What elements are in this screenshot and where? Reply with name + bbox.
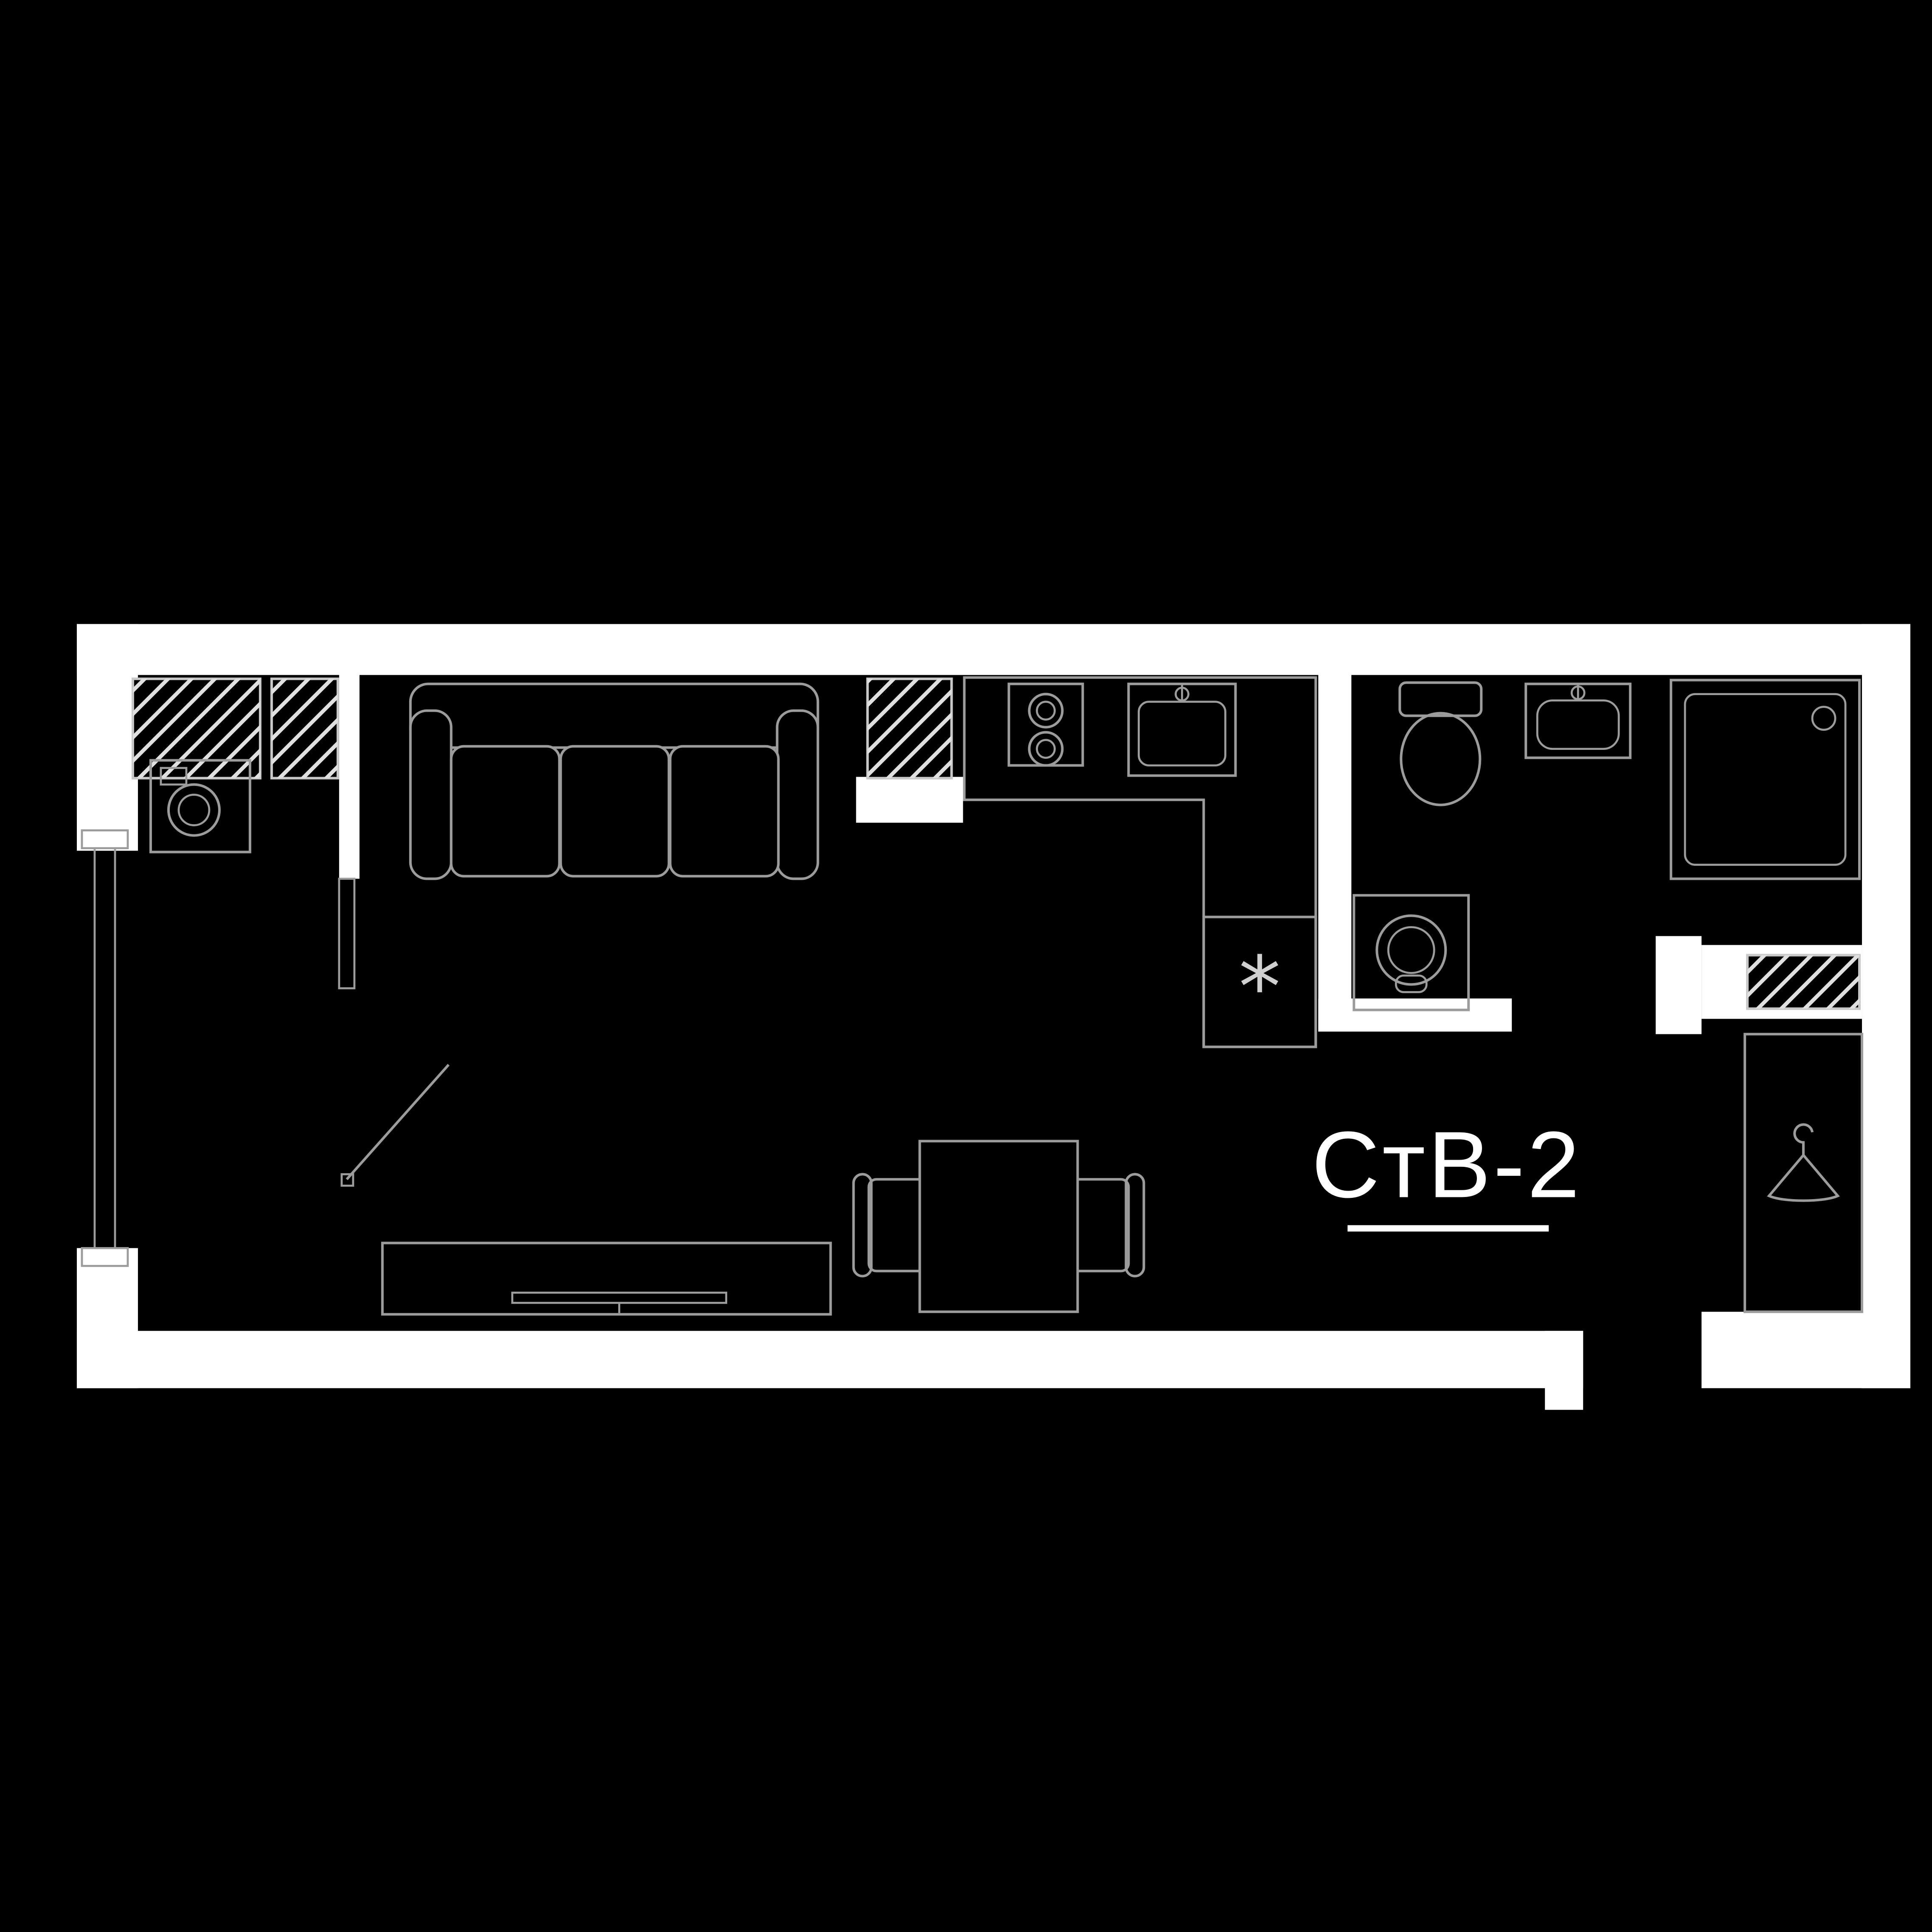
sofa-seat-cushion — [450, 745, 561, 878]
vent-shaft-right — [1746, 954, 1861, 1010]
kitchen-vent-shaft — [866, 677, 953, 780]
wall-left-upper — [76, 624, 138, 851]
kitchen-sink — [1127, 682, 1237, 777]
window-left — [81, 829, 129, 1267]
sofa-armrest-right — [776, 709, 819, 880]
toilet — [1398, 681, 1482, 806]
sofa-back — [409, 682, 819, 749]
door-hinge — [340, 1173, 354, 1187]
wall-bottom — [76, 1331, 1583, 1388]
sofa-seat-cushion — [559, 745, 670, 878]
shower-cabin — [1669, 679, 1861, 880]
fridge-asterisk: * — [1238, 938, 1280, 1036]
bathroom-sink — [1524, 682, 1631, 759]
wall-kitchen-stub — [856, 777, 963, 823]
ventilation-shaft-left-small — [270, 677, 339, 780]
wall-bathroom-left — [1318, 672, 1351, 1032]
washing-machine-top-left — [149, 759, 251, 853]
kitchen: * — [963, 676, 1317, 1048]
hanger-icon — [1766, 1123, 1840, 1202]
plan-title-underline — [1347, 1225, 1549, 1232]
wall-right — [1862, 624, 1910, 1388]
wall-bottom-stub — [1544, 1331, 1583, 1410]
window-sill-top — [81, 829, 129, 849]
sofa — [409, 682, 819, 880]
chair-back — [1124, 1173, 1145, 1278]
ventilation-shaft-left — [131, 677, 262, 780]
chair-back — [852, 1173, 873, 1278]
bathroom — [1352, 679, 1861, 1011]
wall-top — [76, 624, 1910, 675]
wall-entry-stub — [339, 672, 360, 879]
plan-title: СтВ-2 — [1311, 1112, 1582, 1217]
fridge-space: * — [1202, 915, 1317, 1048]
dining-set — [852, 1140, 1145, 1313]
tv-console — [381, 1242, 832, 1316]
tv-area — [381, 1242, 832, 1316]
bathroom-washing-machine — [1352, 894, 1470, 1011]
wall-bathroom-bottom — [1318, 998, 1512, 1032]
sofa-seat-cushion — [669, 745, 780, 878]
dining-table — [918, 1140, 1079, 1313]
wardrobe — [1743, 1033, 1863, 1313]
tv — [511, 1291, 727, 1304]
sofa-armrest-left — [409, 709, 453, 880]
window-sill-bottom — [81, 1247, 129, 1267]
stove — [1007, 682, 1084, 767]
door-leaf — [346, 1064, 450, 1180]
partition — [337, 878, 355, 989]
shower-drain-icon — [1811, 706, 1836, 731]
wall-hall-stub — [1655, 936, 1701, 1034]
entry-door — [337, 878, 450, 1187]
